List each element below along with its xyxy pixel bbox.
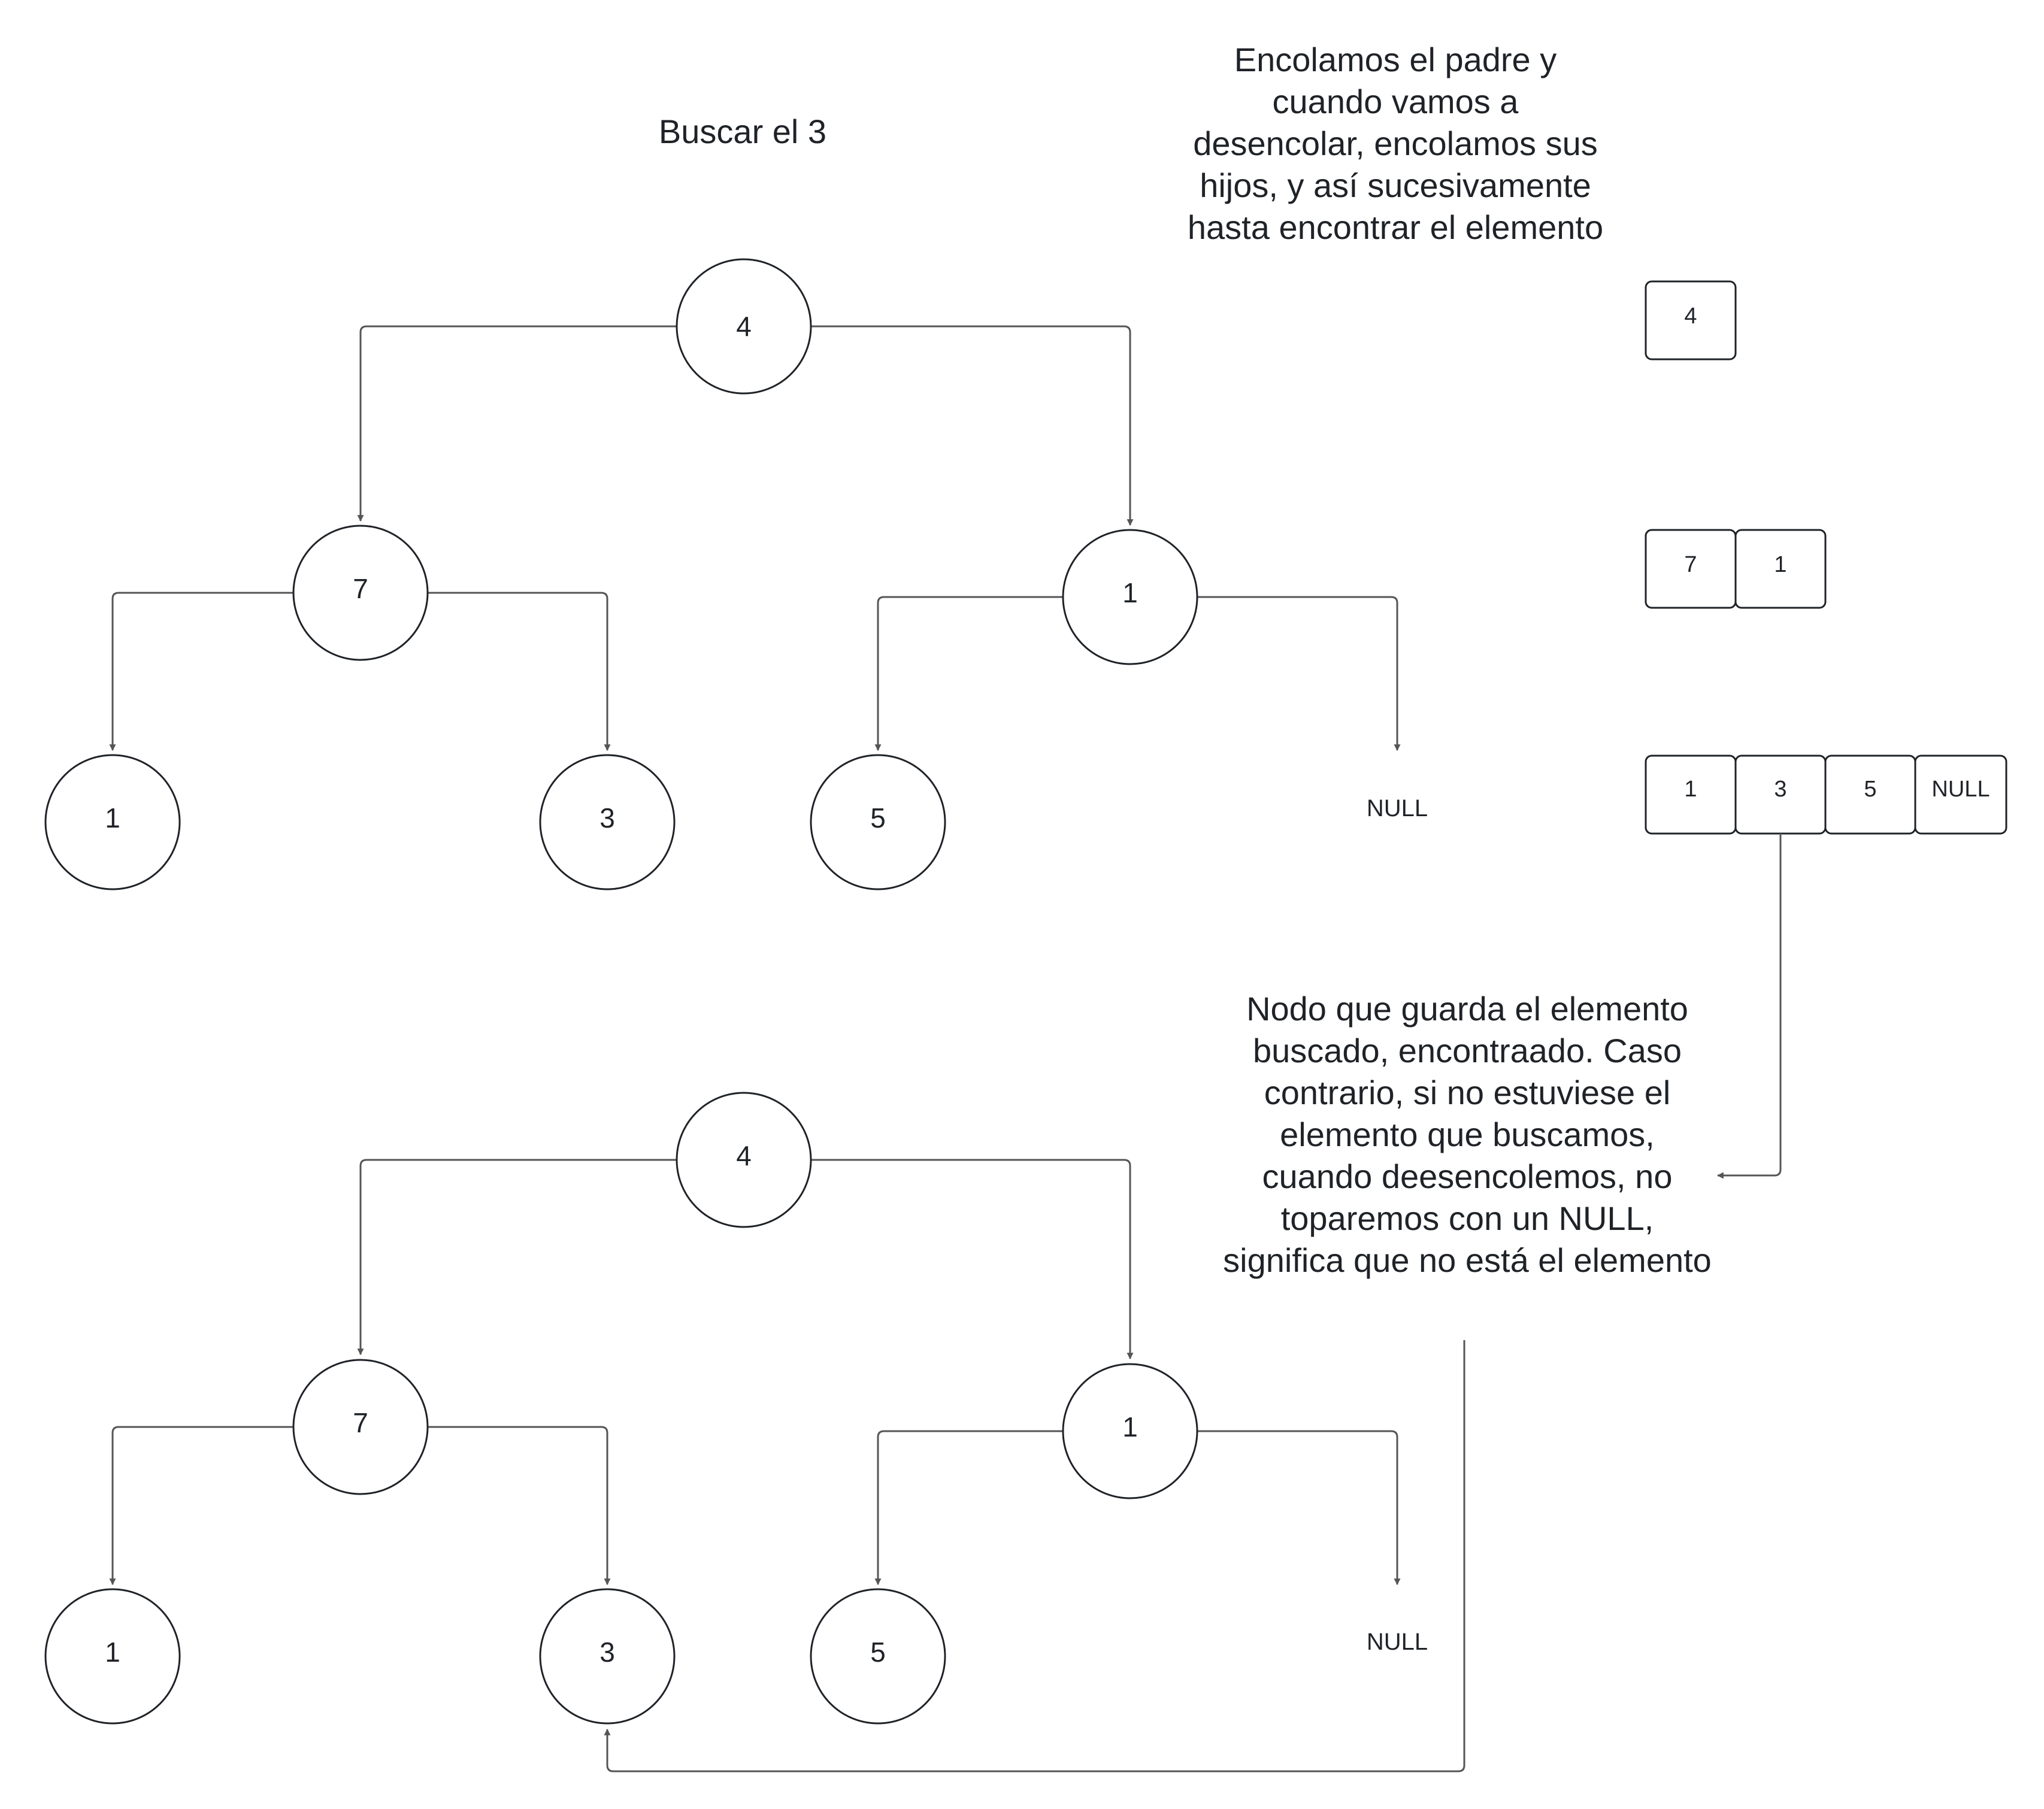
tree-node-left: 7 <box>292 1359 429 1495</box>
node-label: 3 <box>599 1637 615 1668</box>
edge-7-to-1 <box>109 1426 293 1586</box>
null-label: NULL <box>1367 1629 1428 1655</box>
arrow-queue-to-note <box>1716 834 1782 1179</box>
diagram-title: Buscar el 3 <box>658 113 827 150</box>
note-enqueue-explanation: Encolamos el padre y cuando vamos a dese… <box>1187 41 1604 246</box>
tree-node-right-left: 5 <box>810 1588 946 1725</box>
tree-node-found: 3 <box>539 1588 676 1725</box>
node-label: 5 <box>870 1637 886 1668</box>
null-label: NULL <box>1367 795 1428 822</box>
edge-7-to-3 <box>428 592 611 752</box>
edge-1-to-null <box>1198 1430 1401 1586</box>
tree-node-root: 4 <box>676 1092 812 1228</box>
node-label: 4 <box>736 1140 752 1171</box>
node-label: 3 <box>599 802 615 834</box>
node-label: 4 <box>736 311 752 342</box>
node-label: 5 <box>870 802 886 834</box>
note-found-explanation: Nodo que guarda el elemento buscado, enc… <box>1223 990 1712 1279</box>
queue-cell-label: 5 <box>1864 777 1876 802</box>
edge-4-to-7 <box>357 1159 677 1356</box>
queue-step-3: 1 3 5 NULL <box>1645 754 2007 835</box>
queue-cell-found: 3 <box>1734 754 1827 835</box>
queue-cell-label: 1 <box>1684 777 1697 802</box>
tree-bottom: 4 7 1 1 3 5 NULL <box>44 1092 1428 1725</box>
tree-node-right: 1 <box>1062 529 1198 665</box>
queue-cell: 5 <box>1824 754 1916 835</box>
edge-1-to-5 <box>874 596 1063 752</box>
edge-1-to-5 <box>874 1430 1063 1586</box>
tree-node-left-left: 1 <box>44 754 181 890</box>
edge-7-to-3 <box>428 1426 611 1586</box>
tree-node-left-right: 3 <box>539 754 676 890</box>
queue-cell: 7 <box>1645 529 1737 609</box>
tree-node-root: 4 <box>676 258 812 395</box>
tree-top: 4 7 1 1 3 5 NULL <box>44 258 1428 890</box>
queue-cell-label: 1 <box>1774 552 1786 577</box>
node-label: 1 <box>105 802 120 834</box>
queue-step-1: 4 <box>1645 280 1737 360</box>
queue-cell-label: NULL <box>1931 777 1990 802</box>
queue-cell: 1 <box>1734 529 1827 609</box>
node-label: 1 <box>1122 1411 1138 1443</box>
queue-cell: 4 <box>1645 280 1737 360</box>
queue-cell: NULL <box>1914 754 2007 835</box>
edge-1-to-null <box>1198 596 1401 752</box>
edge-4-to-1 <box>811 325 1134 526</box>
tree-node-right: 1 <box>1062 1363 1198 1499</box>
node-label: 1 <box>105 1637 120 1668</box>
queue-step-2: 7 1 <box>1645 529 1827 609</box>
queue-cell-label: 7 <box>1684 552 1697 577</box>
node-label: 7 <box>353 1407 368 1438</box>
node-label: 7 <box>353 573 368 604</box>
tree-node-left: 7 <box>292 525 429 661</box>
tree-node-left-left: 1 <box>44 1588 181 1725</box>
node-label: 1 <box>1122 577 1138 608</box>
edge-4-to-7 <box>357 325 677 522</box>
queue-cell: 1 <box>1645 754 1737 835</box>
queue-cell-label: 4 <box>1684 304 1697 329</box>
edge-7-to-1 <box>109 592 293 752</box>
edge-4-to-1 <box>811 1159 1134 1360</box>
queue-cell-label: 3 <box>1774 777 1786 802</box>
arrow-note-to-found-node <box>604 1340 1465 1772</box>
tree-node-right-left: 5 <box>810 754 946 890</box>
